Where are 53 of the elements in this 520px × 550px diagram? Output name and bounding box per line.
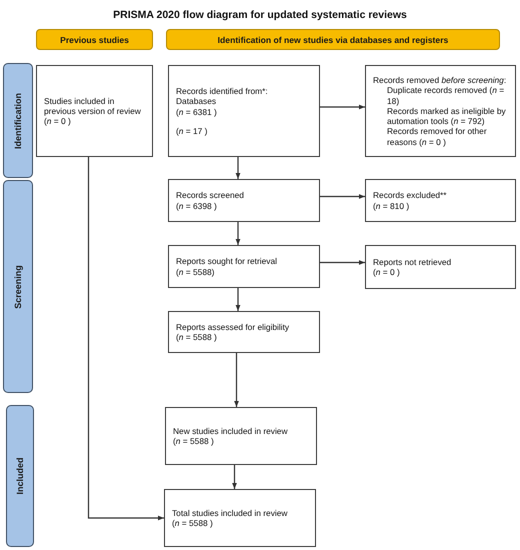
- arrow: [320, 260, 365, 265]
- phase-band: [3, 63, 33, 178]
- box-text: (n = 6398 ): [176, 200, 217, 211]
- arrow: [232, 465, 237, 489]
- arrow: [236, 222, 240, 245]
- box-text: (n = 810 ): [373, 200, 410, 211]
- phase-band: [3, 180, 33, 393]
- box-text: New studies included in review: [173, 426, 288, 436]
- section-header: [36, 29, 153, 50]
- box-text: (n = 5588): [176, 266, 214, 277]
- arrow: [320, 104, 365, 110]
- phase-label: Included: [15, 458, 25, 494]
- process-box: [168, 179, 320, 222]
- box-text: Records excluded**: [373, 190, 447, 200]
- box-text: (n = 17 ): [176, 126, 208, 136]
- box-text: Duplicate records removed (n = 18): [386, 85, 506, 106]
- arrow: [320, 194, 365, 199]
- process-box: [164, 489, 316, 547]
- process-box: [168, 245, 320, 288]
- process-box: [36, 65, 153, 157]
- box-text: (n = 5588 ): [173, 436, 214, 446]
- process-box: [168, 65, 320, 157]
- box-text: (n = 6381 ): [176, 106, 217, 117]
- section-header: [166, 29, 500, 50]
- box-text: Records marked as ineligible by automation tools (n = 792): [386, 106, 507, 126]
- box-text: Studies included in previous version of review (n = 0 ): [44, 96, 142, 126]
- box-text: Records removed before screening:: [373, 75, 506, 86]
- arrow: [234, 353, 239, 407]
- process-box: [165, 407, 317, 465]
- arrow: [236, 288, 240, 311]
- box-text: Records removed for other reasons (n = 0 ): [386, 126, 488, 147]
- arrow: [88, 157, 164, 520]
- diagram-title: PRISMA 2020 flow diagram for updated systematic reviews: [113, 9, 407, 21]
- phase-label: Identification: [13, 92, 23, 148]
- box-text: Reports not retrieved: [373, 256, 452, 267]
- box-text: Total studies included in review: [172, 508, 288, 518]
- header-text: Identification of new studies via databases and registers: [218, 34, 448, 44]
- box-text: (n = 5588 ): [172, 518, 213, 528]
- box-text: Records identified from*:: [176, 86, 268, 96]
- process-box: [365, 179, 516, 222]
- box-text: Databases: [176, 96, 216, 106]
- box-text: (n = 5588 ): [176, 332, 217, 342]
- process-box: [365, 65, 516, 157]
- arrow: [236, 157, 240, 179]
- process-box: [365, 245, 516, 289]
- box-text: Reports sought for retrieval: [176, 256, 278, 266]
- box-text: Records screened: [176, 190, 244, 200]
- process-box: [168, 311, 320, 353]
- box-text: Reports assessed for eligibility: [176, 322, 290, 332]
- phase-band: [6, 405, 34, 547]
- phase-label: Screening: [13, 264, 23, 308]
- box-text: (n = 0 ): [373, 267, 400, 278]
- header-text: Previous studies: [60, 34, 129, 44]
